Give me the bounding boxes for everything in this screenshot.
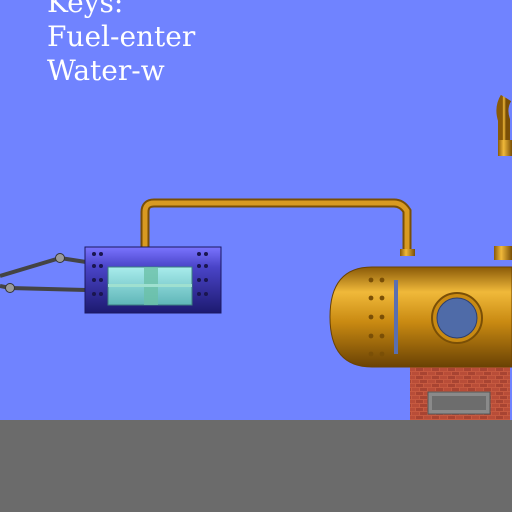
- piston-linkage: [0, 253, 87, 293]
- keys-legend: Keys: Fuel-enter Water-w: [47, 0, 195, 88]
- boiler: [329, 246, 512, 368]
- keys-title: Keys:: [47, 0, 124, 19]
- steam-cylinder: [84, 246, 222, 314]
- water-key-hint: Water-w: [47, 54, 165, 87]
- fuel-key-hint: Fuel-enter: [47, 20, 196, 53]
- steam-pipe: [140, 198, 415, 256]
- ground: [0, 420, 512, 512]
- chimney-pipe: [496, 94, 512, 156]
- brick-firebox: [410, 364, 510, 420]
